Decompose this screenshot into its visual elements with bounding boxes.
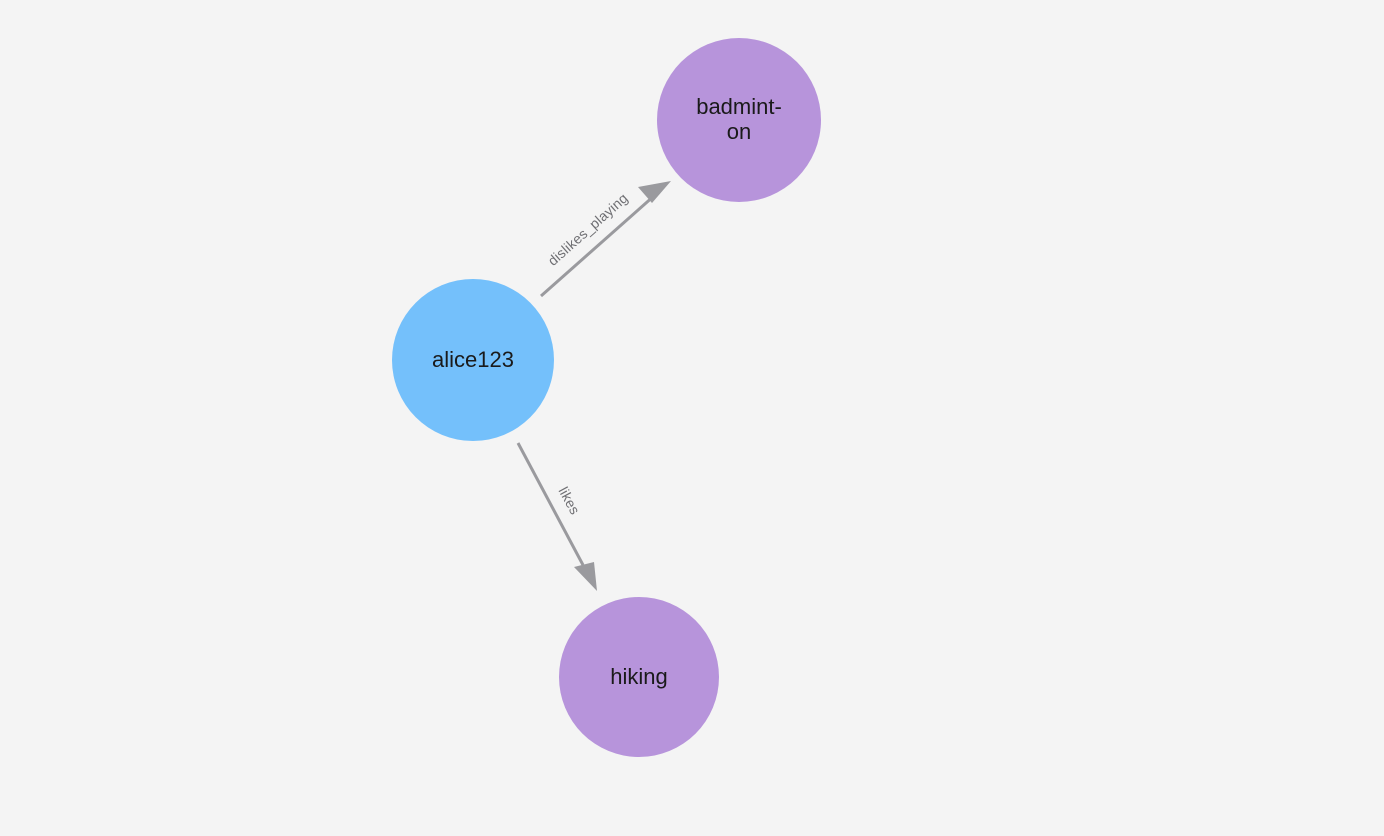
graph-node-hiking[interactable]: hiking [559, 597, 719, 757]
edge-dislikes-playing-line [540, 193, 656, 298]
graph-node-alice123[interactable]: alice123 [392, 279, 554, 441]
edge-dislikes-playing[interactable]: dislikes_playing [540, 181, 671, 298]
edge-likes-line [516, 442, 585, 566]
graph-node-badminton[interactable]: badmint-on [657, 38, 821, 202]
edge-dislikes-playing-arrowhead [638, 181, 671, 203]
graph-node-badminton-label-line1: badmint- [696, 94, 782, 120]
edge-likes[interactable]: likes [516, 442, 597, 591]
graph-node-badminton-label-line2: on [726, 119, 752, 144]
graph-node-alice123-label: alice123 [432, 346, 514, 372]
edge-likes-label: likes [555, 484, 583, 517]
edge-likes-arrowhead [574, 562, 597, 591]
graph-node-hiking-label: hiking [610, 663, 668, 689]
graph-node-badminton-label: badmint-on [690, 95, 788, 144]
